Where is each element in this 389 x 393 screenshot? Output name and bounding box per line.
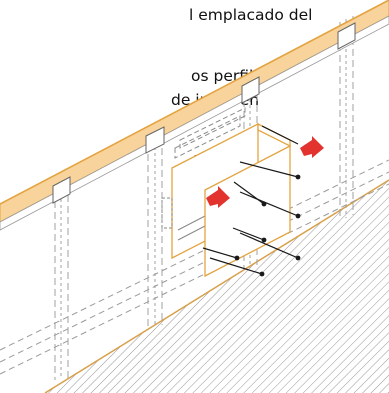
- stud-2: [147, 126, 163, 330]
- side-panel: [257, 122, 291, 148]
- caption-line-1: l emplacado del: [189, 6, 313, 24]
- upper-bracket: [174, 107, 246, 159]
- stud-1: [54, 184, 69, 380]
- left-fixing: [161, 197, 173, 229]
- bottom-track: [0, 159, 389, 375]
- floor-hatch: [44, 179, 389, 393]
- red-arrow-upper: [300, 136, 324, 158]
- screw-heads: [234, 174, 301, 277]
- front-panel: [204, 144, 291, 278]
- stud-4: [339, 16, 354, 220]
- back-panel-inner: [177, 215, 206, 241]
- screws: [202, 125, 299, 275]
- red-arrow-lower: [206, 186, 230, 208]
- stud-caps: [52, 22, 356, 204]
